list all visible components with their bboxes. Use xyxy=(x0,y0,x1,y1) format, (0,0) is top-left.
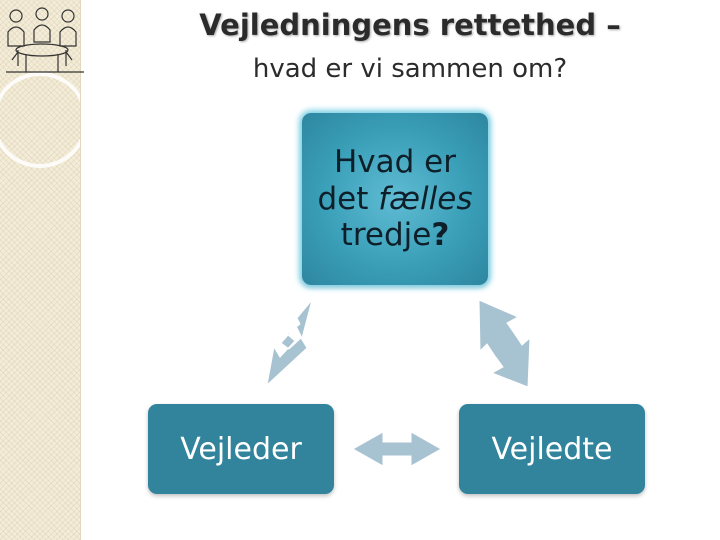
common-third-prefix: det xyxy=(317,180,379,217)
common-third-line2: det fælles xyxy=(318,181,473,218)
common-third-line3: tredje? xyxy=(318,217,473,254)
arrow-bottom xyxy=(351,431,443,467)
decorative-sidebar xyxy=(0,0,84,540)
slide-subtitle: hvad er vi sammen om? xyxy=(252,54,568,84)
people-clipart-icon xyxy=(6,7,84,73)
ring-decoration-icon xyxy=(0,72,80,168)
common-third-emphasis: fælles xyxy=(378,180,473,217)
arrow-top-right xyxy=(478,299,531,388)
arrow-top-left xyxy=(266,299,313,387)
vejledte-node: Vejledte xyxy=(459,404,645,494)
common-third-line1: Hvad er xyxy=(333,144,456,181)
question-mark: ? xyxy=(431,217,450,254)
common-third-node: Hvad er det fælles tredje? xyxy=(302,113,488,285)
vejleder-node: Vejleder xyxy=(148,404,334,494)
slide-title: Vejledningens rettethed – xyxy=(199,8,621,42)
common-third-word: tredje xyxy=(340,217,432,254)
